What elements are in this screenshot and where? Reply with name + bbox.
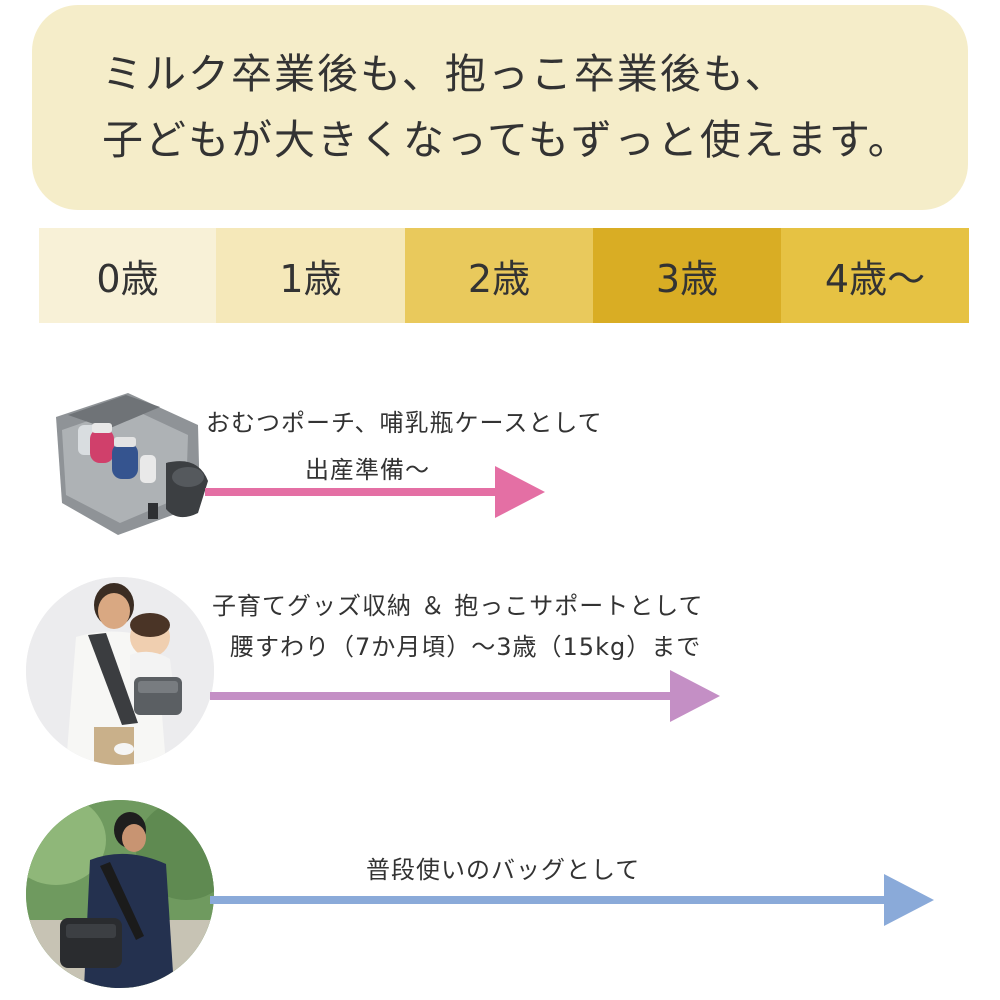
daily-bag-photo bbox=[26, 800, 214, 988]
stage-1-caption-line-1: おむつポーチ、哺乳瓶ケースとして bbox=[206, 409, 603, 437]
age-2: 2歳 bbox=[405, 228, 593, 323]
stage-1-arrow bbox=[205, 466, 545, 518]
stage-2-caption-line-2: 腰すわり（7か月頃）〜3歳（15kg）まで bbox=[230, 633, 702, 661]
pouch-bag-photo bbox=[48, 385, 213, 540]
age-3-label: 3歳 bbox=[655, 257, 719, 301]
age-4: 4歳〜 bbox=[781, 228, 969, 323]
headline-banner: ミルク卒業後も、抱っこ卒業後も、 子どもが大きくなってもずっと使えます。 bbox=[32, 5, 968, 210]
age-4-label: 4歳〜 bbox=[824, 257, 926, 301]
headline-line-2: 子どもが大きくなってもずっと使えます。 bbox=[102, 116, 911, 164]
age-0-label: 0歳 bbox=[96, 257, 159, 301]
age-1-label: 1歳 bbox=[279, 257, 342, 301]
headline-line-1: ミルク卒業後も、抱っこ卒業後も、 bbox=[102, 50, 788, 98]
age-1: 1歳 bbox=[216, 228, 405, 323]
age-timeline: 0歳 1歳 2歳 3歳 4歳〜 bbox=[39, 228, 969, 323]
stage-2-arrow bbox=[210, 670, 720, 722]
stage-3-arrow bbox=[210, 874, 934, 926]
age-2-label: 2歳 bbox=[467, 257, 531, 301]
carrier-support-photo bbox=[26, 577, 214, 765]
stage-1-caption-line-2: 出産準備〜 bbox=[305, 456, 430, 484]
stage-2-caption-line-1: 子育てグッズ収納 ＆ 抱っこサポートとして bbox=[212, 592, 704, 620]
age-0: 0歳 bbox=[39, 228, 216, 323]
age-3: 3歳 bbox=[593, 228, 781, 323]
stage-3-caption-line-1: 普段使いのバッグとして bbox=[366, 856, 641, 884]
